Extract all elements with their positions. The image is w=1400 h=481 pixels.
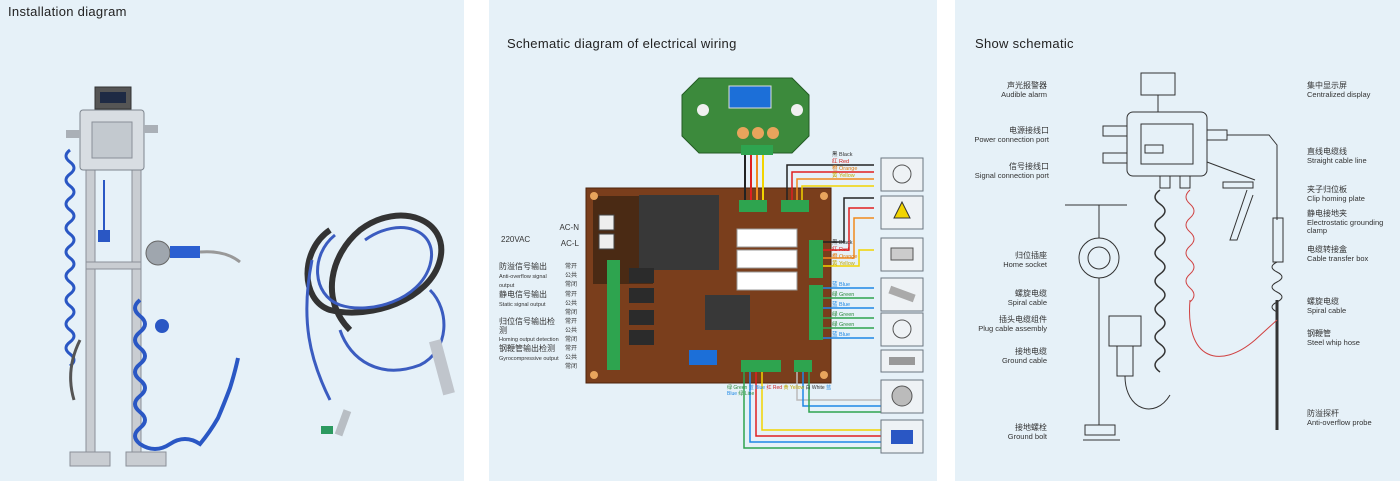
side-wire-labels: 蓝 Blue 绿 Green 蓝 Blue 绿 Green 绿 Green 蓝 … <box>832 282 855 338</box>
top-wire-labels: 黑 Black 红 Red 橙 Orange 黄 Yellow <box>832 152 858 179</box>
plug-body <box>429 339 455 396</box>
schematic-drawing <box>1065 72 1284 441</box>
left-terminal-block <box>607 260 620 370</box>
wiring-title: Schematic diagram of electrical wiring <box>507 36 737 51</box>
terminal-words: 常开公共常闭 <box>565 264 578 288</box>
ac-n-label: AC-N <box>559 223 579 232</box>
supply-label: 220VAC <box>501 235 531 244</box>
bottom-wire-labels: 绿 Green 蓝 Blue 红 Red 黄 Yellow 白 White 蓝 … <box>727 385 832 397</box>
lcd-module <box>728 85 772 109</box>
wires-bottom <box>743 372 881 449</box>
schematic-title: Show schematic <box>975 36 1074 51</box>
mounting-stand <box>69 164 167 467</box>
spiral-cable-main <box>133 298 240 451</box>
installation-illustration <box>64 86 455 467</box>
terminal-words: 常开公共常闭 <box>565 346 578 370</box>
wires-side <box>823 287 874 339</box>
display-screen <box>100 92 126 103</box>
relays <box>736 228 798 291</box>
loose-cable-assembly <box>304 212 446 401</box>
installation-title: Installation diagram <box>8 4 127 19</box>
spiral-cable-left <box>64 148 76 368</box>
terminal-words: 常开公共常闭 <box>565 292 578 316</box>
wires-display <box>744 155 764 200</box>
wires-middle <box>823 197 874 267</box>
ac-l-label: AC-L <box>560 239 579 248</box>
transformer <box>639 195 719 270</box>
wires-top <box>786 164 874 200</box>
schematic-panel: Show schematic <box>955 0 1400 481</box>
wiring-diagram <box>585 77 924 454</box>
mid-wire-labels: 黑 Black 红 Red 橙 Orange 黄 Yellow <box>832 240 858 267</box>
wiring-panel: Schematic diagram of electrical wiring <box>489 0 937 481</box>
plug-housing <box>170 246 200 258</box>
installation-panel: Installation diagram <box>0 0 464 481</box>
terminal-words: 常开公共常闭 <box>565 319 578 343</box>
